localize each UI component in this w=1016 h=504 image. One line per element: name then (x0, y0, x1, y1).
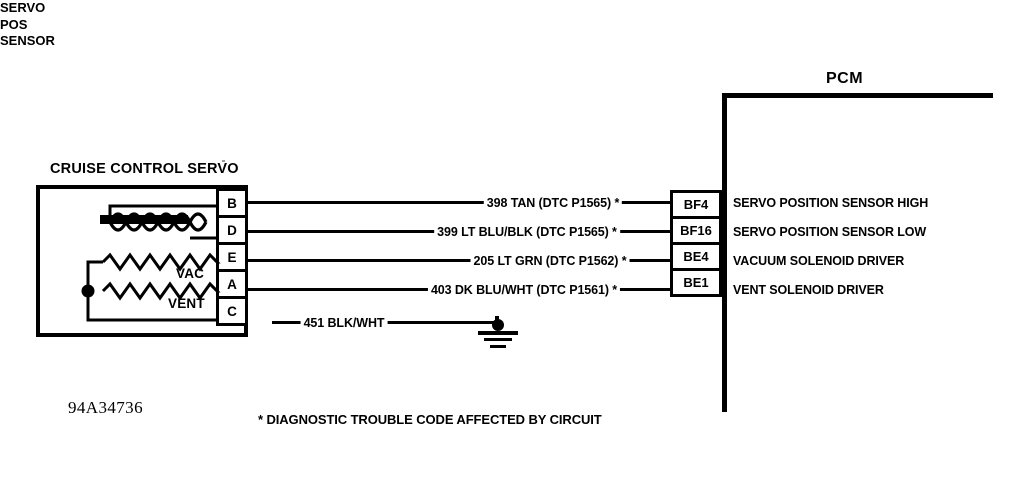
wire-label-398: 398 TAN (DTC P1565) * (483, 196, 623, 210)
vacuum-solenoid-label: VAC (176, 266, 205, 281)
servo-title: CRUISE CONTROL SERVO (50, 161, 239, 177)
ground-bar-2 (484, 338, 512, 341)
wire-run-398 (248, 201, 670, 204)
servo-pos-sensor-line-2: POS (0, 16, 28, 32)
servo-pin-a: A (216, 269, 248, 299)
pcm-description-vacuum-solenoid-driver: VACUUM SOLENOID DRIVER (733, 254, 905, 268)
wire-label-399: 399 LT BLU/BLK (DTC P1565) * (434, 225, 620, 239)
vent-solenoid-label: VENT (168, 296, 205, 311)
pcm-description-servo-position-sensor-low: SERVO POSITION SENSOR LOW (733, 225, 927, 239)
pcm-description-vent-solenoid-driver: VENT SOLENOID DRIVER (733, 283, 884, 297)
servo-pin-b: B (216, 188, 248, 218)
pcm-top-border (722, 93, 993, 98)
ground-bar-1 (478, 331, 518, 335)
drawing-number: 94A34736 (68, 398, 143, 417)
servo-pos-sensor-line-3: SENSOR (0, 33, 55, 48)
wire-label-205: 205 LT GRN (DTC P1562) * (470, 254, 630, 268)
wire-label-451: 451 BLK/WHT (300, 316, 388, 330)
servo-position-sensor-label: SERVO POS SENSOR (0, 0, 1016, 50)
servo-pin-d: D (216, 215, 248, 245)
dtc-footnote: * DIAGNOSTIC TROUBLE CODE AFFECTED BY CI… (258, 412, 602, 427)
servo-pin-c: C (216, 296, 248, 326)
pcm-pin-bf16: BF16 (670, 216, 722, 245)
wire-run-205 (248, 259, 670, 262)
servo-pin-column: B D E A C (216, 188, 248, 326)
servo-pin-e: E (216, 242, 248, 272)
wire-label-403: 403 DK BLU/WHT (DTC P1561) * (427, 283, 621, 297)
ground-bar-3 (490, 345, 506, 348)
ground-node-dot (492, 319, 504, 331)
pcm-description-servo-position-sensor-high: SERVO POSITION SENSOR HIGH (733, 196, 929, 210)
pcm-left-border (722, 93, 727, 412)
servo-pos-sensor-line-1: SERVO (0, 0, 46, 15)
pcm-pin-bf4: BF4 (670, 190, 722, 219)
pcm-pin-column: BF4 BF16 BE4 BE1 (670, 190, 722, 297)
pcm-pin-be1: BE1 (670, 268, 722, 297)
scan-artifact (222, 160, 225, 162)
pcm-title: PCM (826, 70, 864, 87)
pcm-pin-be4: BE4 (670, 242, 722, 271)
